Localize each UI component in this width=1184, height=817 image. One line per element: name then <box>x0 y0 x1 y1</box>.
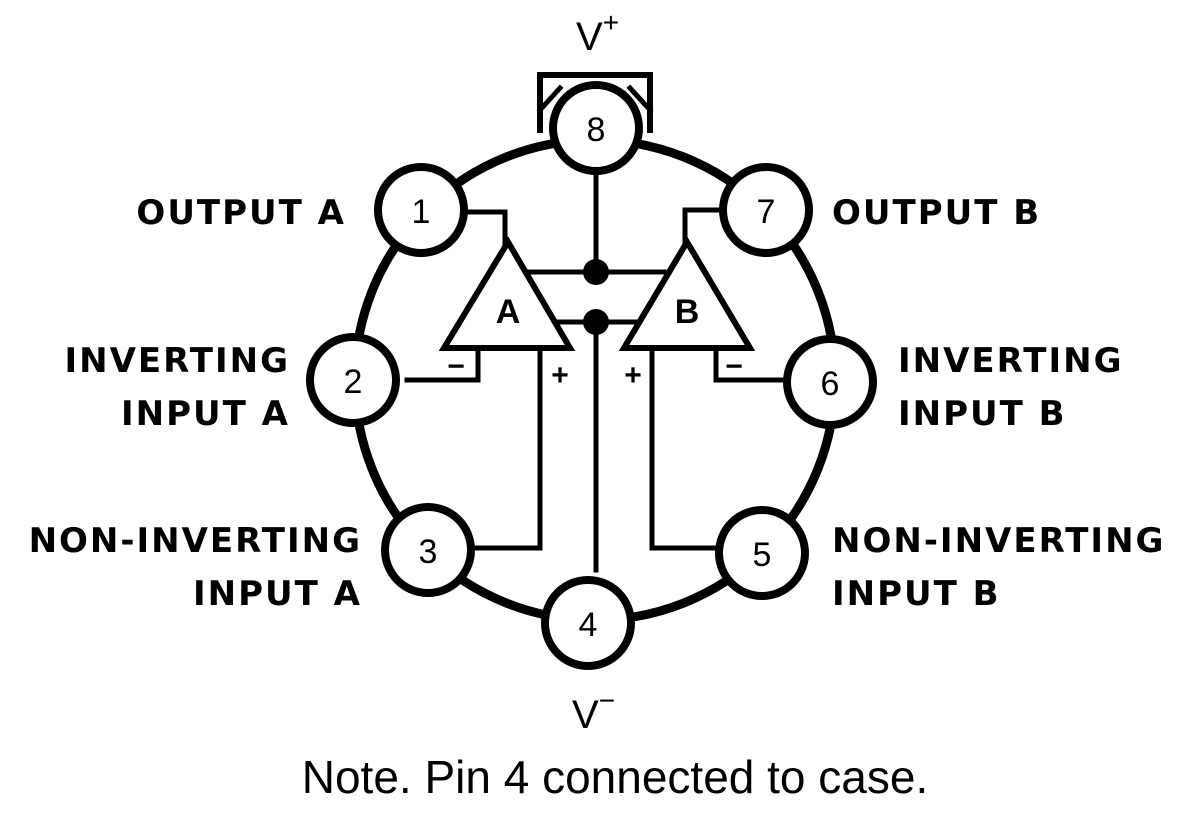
pin-3: 3 <box>381 503 475 597</box>
op-amp-a <box>438 236 576 351</box>
pin-2: 2 <box>306 333 400 427</box>
package-tab <box>537 72 653 133</box>
vminus-label: V− <box>572 685 615 737</box>
tab-corners <box>536 84 654 114</box>
label-noninverting-a-line2: INPUT A <box>193 574 362 614</box>
label-noninverting-b-line1: NON-INVERTING <box>832 521 1165 561</box>
pin-4: 4 <box>541 576 635 670</box>
pin-2-number: 2 <box>344 363 363 401</box>
pin-5: 5 <box>715 506 809 600</box>
label-inverting-a-line2: INPUT A <box>121 394 290 434</box>
pin-3-number: 3 <box>419 533 438 571</box>
label-output-a: OUTPUT A <box>136 193 346 233</box>
amp-a-plus-sign: + <box>551 359 569 392</box>
pin-5-number: 5 <box>753 536 772 574</box>
op-amp-b-label: B <box>675 293 700 331</box>
pin-8: 8 <box>549 81 643 175</box>
vplus-label: V+ <box>576 7 619 59</box>
op-amp-b <box>618 236 756 351</box>
label-inverting-b-line2: INPUT B <box>898 394 1067 434</box>
pin-1: 1 <box>374 163 468 257</box>
amp-b-minus-sign: − <box>725 350 743 383</box>
pin-6-number: 6 <box>821 365 840 403</box>
junction-vminus <box>583 309 609 335</box>
label-noninverting-a-line1: NON-INVERTING <box>29 521 362 561</box>
label-inverting-b-line1: INVERTING <box>898 341 1124 381</box>
label-inverting-a-line1: INVERTING <box>64 341 290 381</box>
label-noninverting-b-line2: INPUT B <box>832 574 1001 614</box>
amp-a-minus-sign: − <box>447 350 465 383</box>
junction-vplus <box>583 259 609 285</box>
pin-7-number: 7 <box>757 193 776 231</box>
op-amp-a-label: A <box>496 293 521 331</box>
internal-wiring <box>404 162 793 573</box>
label-output-b: OUTPUT B <box>832 193 1041 233</box>
pin-7: 7 <box>719 163 813 257</box>
pin-1-number: 1 <box>412 193 431 231</box>
amp-b-plus-sign: + <box>624 359 642 392</box>
pin-6: 6 <box>783 335 877 429</box>
pin-4-number: 4 <box>579 606 598 644</box>
pin-8-number: 8 <box>587 111 606 149</box>
case-note: Note. Pin 4 connected to case. <box>302 751 929 803</box>
